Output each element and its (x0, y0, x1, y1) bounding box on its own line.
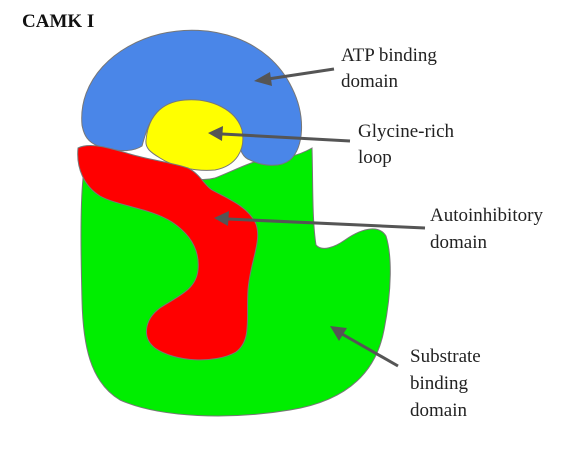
substrate-label-line-3: domain (410, 400, 467, 421)
glycine-label-line-2: loop (358, 147, 392, 168)
substrate-label-line-1: Substrate (410, 346, 481, 367)
atp-binding-domain-shape (81, 29, 302, 166)
glycine-label-line-1: Glycine-rich (358, 121, 455, 142)
diagram-title: CAMK I (22, 11, 94, 32)
autoinhibitory-domain-shape (77, 145, 259, 361)
glycine-label: Glycine-rich loop (358, 121, 459, 168)
substrate-label: Substrate binding domain (410, 346, 485, 421)
glycine-rich-loop-shape (145, 99, 244, 171)
autoinhibitory-label-line-2: domain (430, 232, 487, 253)
substrate-label-line-2: binding (410, 373, 469, 394)
glycine-arrow (208, 126, 351, 143)
substrate-arrow (330, 326, 399, 368)
autoinhibitory-arrow (214, 211, 426, 230)
autoinhibitory-label: Autoinhibitory domain (430, 205, 548, 253)
autoinhibitory-label-line-1: Autoinhibitory (430, 205, 543, 226)
atp-label: ATP binding domain (341, 45, 442, 92)
atp-label-line-2: domain (341, 71, 398, 92)
atp-label-line-1: ATP binding (341, 45, 437, 66)
atp-arrow (254, 67, 335, 86)
